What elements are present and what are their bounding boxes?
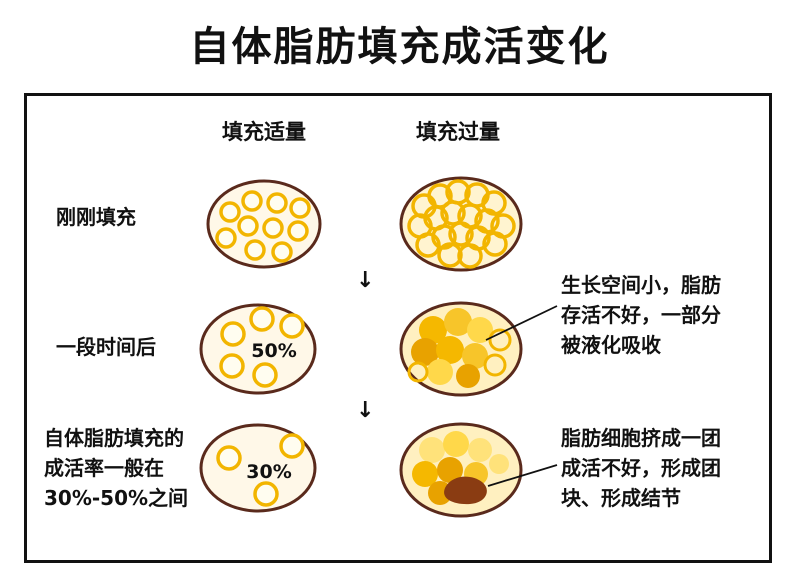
dish-moderate-final	[199, 423, 317, 513]
row-label-just-filled: 刚刚填充	[56, 205, 136, 229]
dish-excessive-initial	[399, 176, 523, 272]
fat-cell	[262, 217, 284, 239]
liquefied-cell	[456, 364, 480, 388]
fat-cell	[219, 201, 241, 223]
dish-moderate-initial	[206, 179, 322, 269]
note-1-line-2: 存活不好，一部分	[561, 303, 721, 327]
fat-cell	[457, 243, 483, 269]
fat-cell	[448, 221, 474, 247]
survival-percent-30: 30%	[246, 461, 291, 483]
liquefied-cell	[411, 338, 439, 366]
fat-cell	[215, 227, 237, 249]
clumped-cell	[468, 438, 492, 462]
note-2-line-3: 块、形成结节	[561, 486, 681, 510]
fat-cell	[488, 328, 512, 352]
fat-cell	[440, 200, 466, 226]
fat-cell	[407, 361, 429, 383]
fat-cell	[271, 241, 293, 263]
fat-cell	[219, 353, 245, 379]
clumped-cell	[443, 431, 469, 457]
survival-line-3: 30%-50%之间	[44, 486, 189, 510]
dish-illustrations: 50% 30%	[199, 176, 558, 518]
fat-cell	[249, 306, 275, 332]
liquefied-cell	[467, 317, 493, 343]
page-title: 自体脂肪填充成活变化	[189, 24, 610, 70]
dish-moderate-later	[199, 303, 317, 395]
note-1-line-3: 被液化吸收	[561, 333, 661, 357]
arrow-down-icon: ↓	[356, 398, 375, 423]
clumped-cell	[489, 454, 509, 474]
fat-cell	[237, 215, 259, 237]
fat-cell	[266, 192, 288, 214]
fat-cell	[241, 190, 263, 212]
survival-percent-50: 50%	[251, 340, 296, 362]
row-label-survival-rate: 自体脂肪填充的 成活率一般在 30%-50%之间	[44, 423, 188, 513]
clumped-cell	[419, 437, 445, 463]
pointer-line-liquefied	[485, 305, 558, 341]
fat-cell	[431, 224, 457, 250]
nodule-mass	[444, 476, 487, 505]
row-label-after-time: 一段时间后	[56, 335, 156, 359]
note-nodules: 脂肪细胞挤成一团 成活不好，形成团 块、形成结节	[561, 423, 721, 513]
liquefied-cell	[419, 316, 447, 344]
liquefied-cell	[427, 359, 453, 385]
fat-cell	[437, 242, 463, 268]
fat-cell	[252, 362, 278, 388]
dish-excessive-later	[399, 301, 523, 397]
fat-cell	[483, 353, 507, 377]
note-limited-space: 生长空间小，脂肪 存活不好，一部分 被液化吸收	[561, 270, 721, 360]
fat-cell	[220, 321, 246, 347]
liquefied-cell	[444, 308, 472, 336]
clumped-cell	[412, 461, 438, 487]
dish-excessive-final	[399, 422, 523, 518]
column-header-excessive: 填充过量	[416, 120, 500, 144]
column-header-moderate: 填充适量	[222, 120, 306, 144]
fat-cell	[244, 239, 266, 261]
clumped-cell	[437, 457, 463, 483]
arrow-down-icon: ↓	[356, 268, 375, 293]
survival-line-2: 成活率一般在	[44, 456, 164, 480]
fat-cell	[482, 231, 508, 257]
fat-cell	[279, 433, 305, 459]
note-2-line-2: 成活不好，形成团	[561, 456, 721, 480]
fat-cell	[253, 481, 279, 507]
liquefied-cell	[462, 343, 488, 369]
note-2-line-1: 脂肪细胞挤成一团	[561, 426, 721, 450]
fat-cell	[287, 220, 309, 242]
pointer-line-nodule	[487, 464, 558, 487]
fat-cell	[289, 197, 311, 219]
fat-cell	[216, 445, 242, 471]
liquefied-cell	[436, 336, 464, 364]
fat-cell	[279, 313, 305, 339]
survival-line-1: 自体脂肪填充的	[44, 426, 184, 450]
note-1-line-1: 生长空间小，脂肪	[561, 273, 721, 297]
